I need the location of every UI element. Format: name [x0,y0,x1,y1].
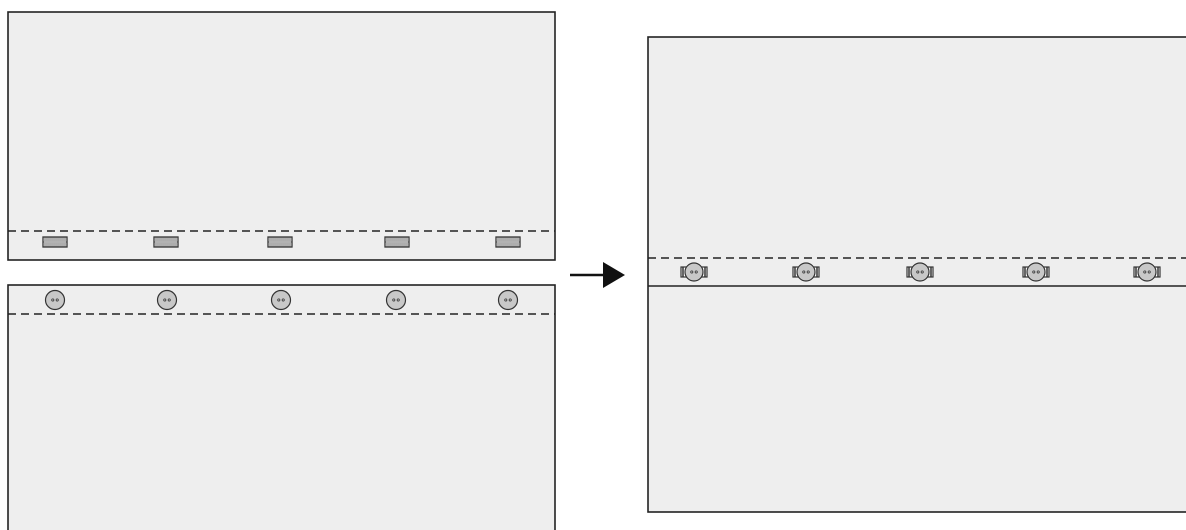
panel-bottom [7,284,556,530]
button-icon [684,262,704,282]
button-icon [1026,262,1046,282]
button-icon [796,262,816,282]
buttonhole-icon [495,236,521,248]
arrow-right-icon [570,262,625,288]
button-icon [910,262,930,282]
buttoned-panels-result [647,36,1186,513]
panel-with-buttonholes [7,11,556,261]
button-icon [497,289,519,311]
button-icon [270,289,292,311]
panel-with-buttons [7,284,556,530]
button-icon [44,289,66,311]
buttoned-button-icon [680,262,708,282]
buttoned-button-icon [906,262,934,282]
buttoned-button-icon [1133,262,1161,282]
buttonhole-icon [153,236,179,248]
button-icon [156,289,178,311]
button-icon [385,289,407,311]
buttoned-button-icon [792,262,820,282]
panel-top [7,11,556,261]
buttonhole-icon [384,236,410,248]
buttoned-button-icon [1022,262,1050,282]
buttonhole-icon [267,236,293,248]
buttonhole-icon [42,236,68,248]
button-icon [1137,262,1157,282]
